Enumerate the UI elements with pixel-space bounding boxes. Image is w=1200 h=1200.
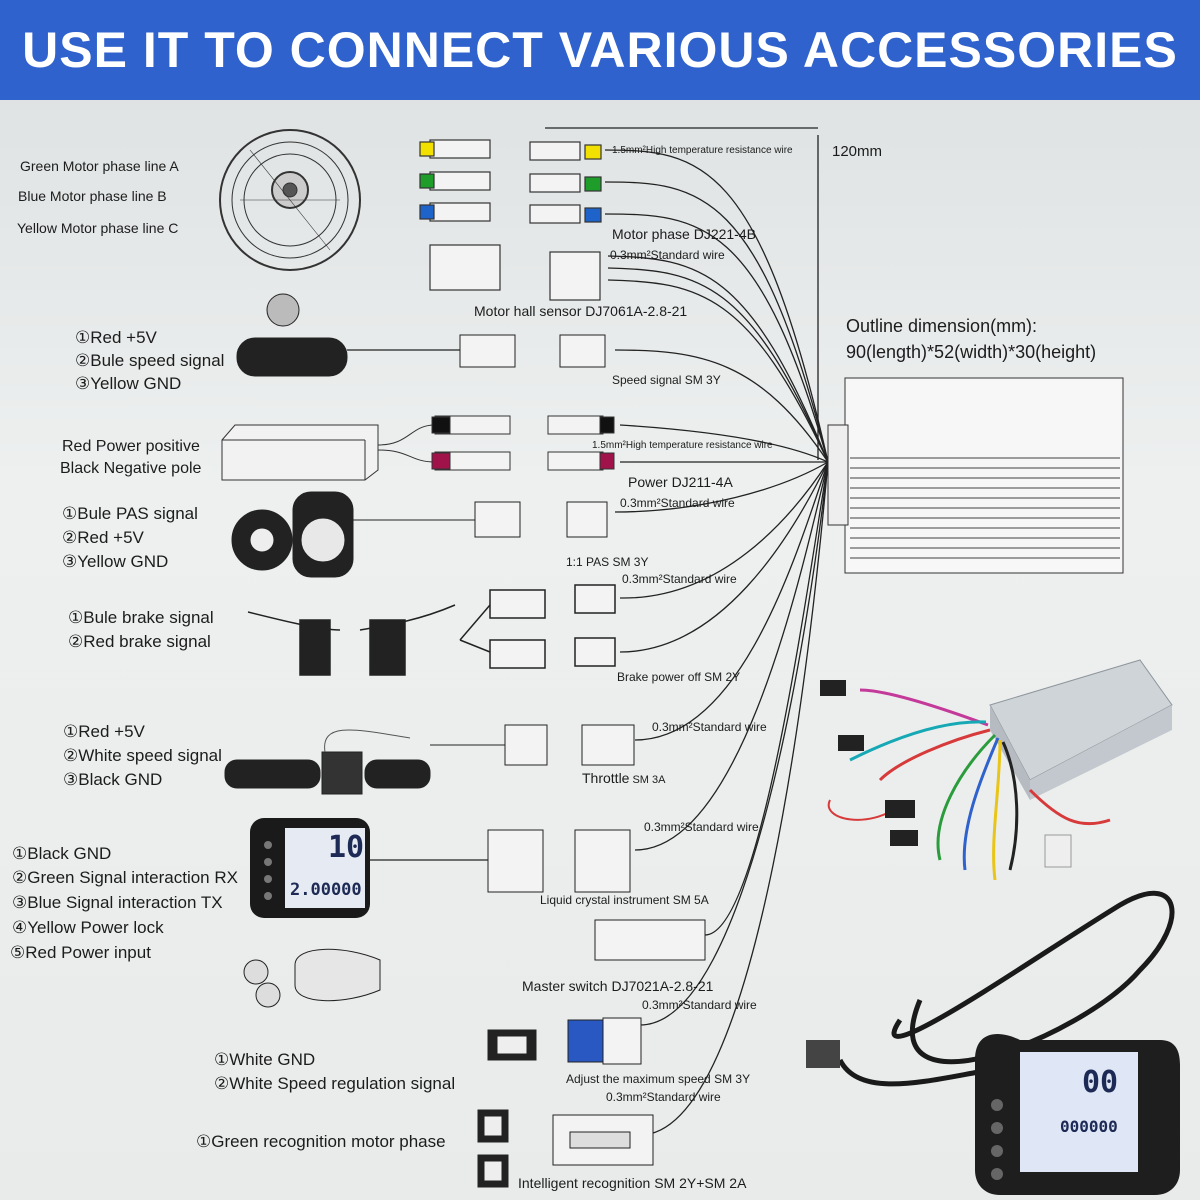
outline-dimension-value: 90(length)*52(width)*30(height) xyxy=(846,342,1097,362)
hub-motor-illustration xyxy=(219,129,361,271)
controller-product-photo xyxy=(820,659,1173,881)
product-lcd-bottom: 000000 xyxy=(1060,1117,1118,1136)
battery-positive-label: Red Power positive xyxy=(62,438,200,455)
throttle-label-3: ③Black GND xyxy=(63,770,163,789)
product-lcd-top: 00 xyxy=(1082,1065,1119,1100)
display-label-3: ③Blue Signal interaction TX xyxy=(12,893,223,912)
display-label-2: ②Green Signal interaction RX xyxy=(12,868,238,887)
speed-limit-label-1: ①White GND xyxy=(214,1050,316,1069)
speed-limit-plugs xyxy=(487,1017,642,1065)
brake-label-1: ①Bule brake signal xyxy=(68,608,214,627)
power-connector: Power DJ211-4A xyxy=(628,474,733,490)
battery-illustration xyxy=(221,415,615,481)
display-label-5: ⑤Red Power input xyxy=(10,943,151,962)
speed-limit-label-2: ②White Speed regulation signal xyxy=(214,1074,456,1093)
motor-phase-a-label: Green Motor phase line A xyxy=(20,158,179,174)
wire-bundle xyxy=(604,149,829,1136)
throttle-label-2: ②White speed signal xyxy=(63,746,222,765)
motor-phase-connector: Motor phase DJ221-4B xyxy=(612,226,756,242)
recognition-connector: Intelligent recognition SM 2Y+SM 2A xyxy=(518,1175,747,1191)
brake-connector: Brake power off SM 2Y xyxy=(617,670,741,684)
lcd-product-photo xyxy=(806,890,1180,1195)
master-switch-wire-spec: 0.3mm²Standard wire xyxy=(642,998,757,1012)
pas-wire-spec: 0.3mm²Standard wire xyxy=(622,572,737,586)
throttle-connector-name: Throttle xyxy=(582,770,630,786)
throttle-connector-code: SM 3A xyxy=(632,774,666,786)
display-screen-top: 10 xyxy=(328,830,365,865)
motor-hall-wire-spec: 0.3mm²Standard wire xyxy=(610,248,725,262)
recognition-plugs xyxy=(477,1109,654,1188)
speed-sensor-label-1: ①Red +5V xyxy=(75,328,157,347)
power-wire-spec: 0.3mm²Standard wire xyxy=(620,496,735,510)
display-label-1: ①Black GND xyxy=(12,844,112,863)
outline-dimension-title: Outline dimension(mm): xyxy=(846,316,1038,336)
pas-sensor-illustration xyxy=(231,491,608,578)
speed-sensor-illustration xyxy=(236,293,606,377)
motor-phase-wire-spec: 1.5mm²High temperature resistance wire xyxy=(612,145,793,156)
speed-sensor-label-2: ②Bule speed signal xyxy=(75,351,225,370)
motor-phase-c-label: Yellow Motor phase line C xyxy=(17,220,179,236)
motor-phase-plugs xyxy=(419,139,602,301)
speed-sensor-label-3: ③Yellow GND xyxy=(75,374,182,393)
lcd-display-illustration xyxy=(250,818,631,918)
pas-connector: 1:1 PAS SM 3Y xyxy=(566,555,649,569)
pas-label-2: ②Red +5V xyxy=(62,528,144,547)
motor-phase-b-label: Blue Motor phase line B xyxy=(18,188,167,204)
display-label-4: ④Yellow Power lock xyxy=(12,918,164,937)
title-banner: USE IT TO CONNECT VARIOUS ACCESSORIES xyxy=(0,0,1200,100)
throttle-label-1: ①Red +5V xyxy=(63,722,145,741)
brake-levers-illustration xyxy=(247,584,616,676)
master-switch-connector: Master switch DJ7021A-2.8-21 xyxy=(522,978,714,994)
key-switch-illustration xyxy=(243,919,706,1008)
brake-label-2: ②Red brake signal xyxy=(68,632,211,651)
battery-negative-label: Black Negative pole xyxy=(60,460,202,477)
throttle-wire-spec: 0.3mm²Standard wire xyxy=(652,720,767,734)
speed-limit-wire-spec: 0.3mm²Standard wire xyxy=(606,1090,721,1104)
speed-signal-connector: Speed signal SM 3Y xyxy=(612,373,721,387)
pas-label-1: ①Bule PAS signal xyxy=(62,504,198,523)
pas-label-3: ③Yellow GND xyxy=(62,552,169,571)
recognition-label: ①Green recognition motor phase xyxy=(196,1132,446,1151)
controller-box-drawing xyxy=(827,377,1124,574)
banner-title: USE IT TO CONNECT VARIOUS ACCESSORIES xyxy=(22,22,1178,78)
display-connector: Liquid crystal instrument SM 5A xyxy=(540,893,709,907)
display-screen-bottom: 2.00000 xyxy=(290,880,362,900)
display-wire-spec: 0.3mm²Standard wire xyxy=(644,820,759,834)
speed-limit-connector: Adjust the maximum speed SM 3Y xyxy=(566,1072,751,1086)
battery-wire-spec: 1.5mm²High temperature resistance wire xyxy=(592,440,773,451)
motor-hall-connector: Motor hall sensor DJ7061A-2.8-21 xyxy=(474,303,688,319)
dimension-length-mark: 120mm xyxy=(832,143,883,160)
throttle-illustration xyxy=(224,724,635,795)
